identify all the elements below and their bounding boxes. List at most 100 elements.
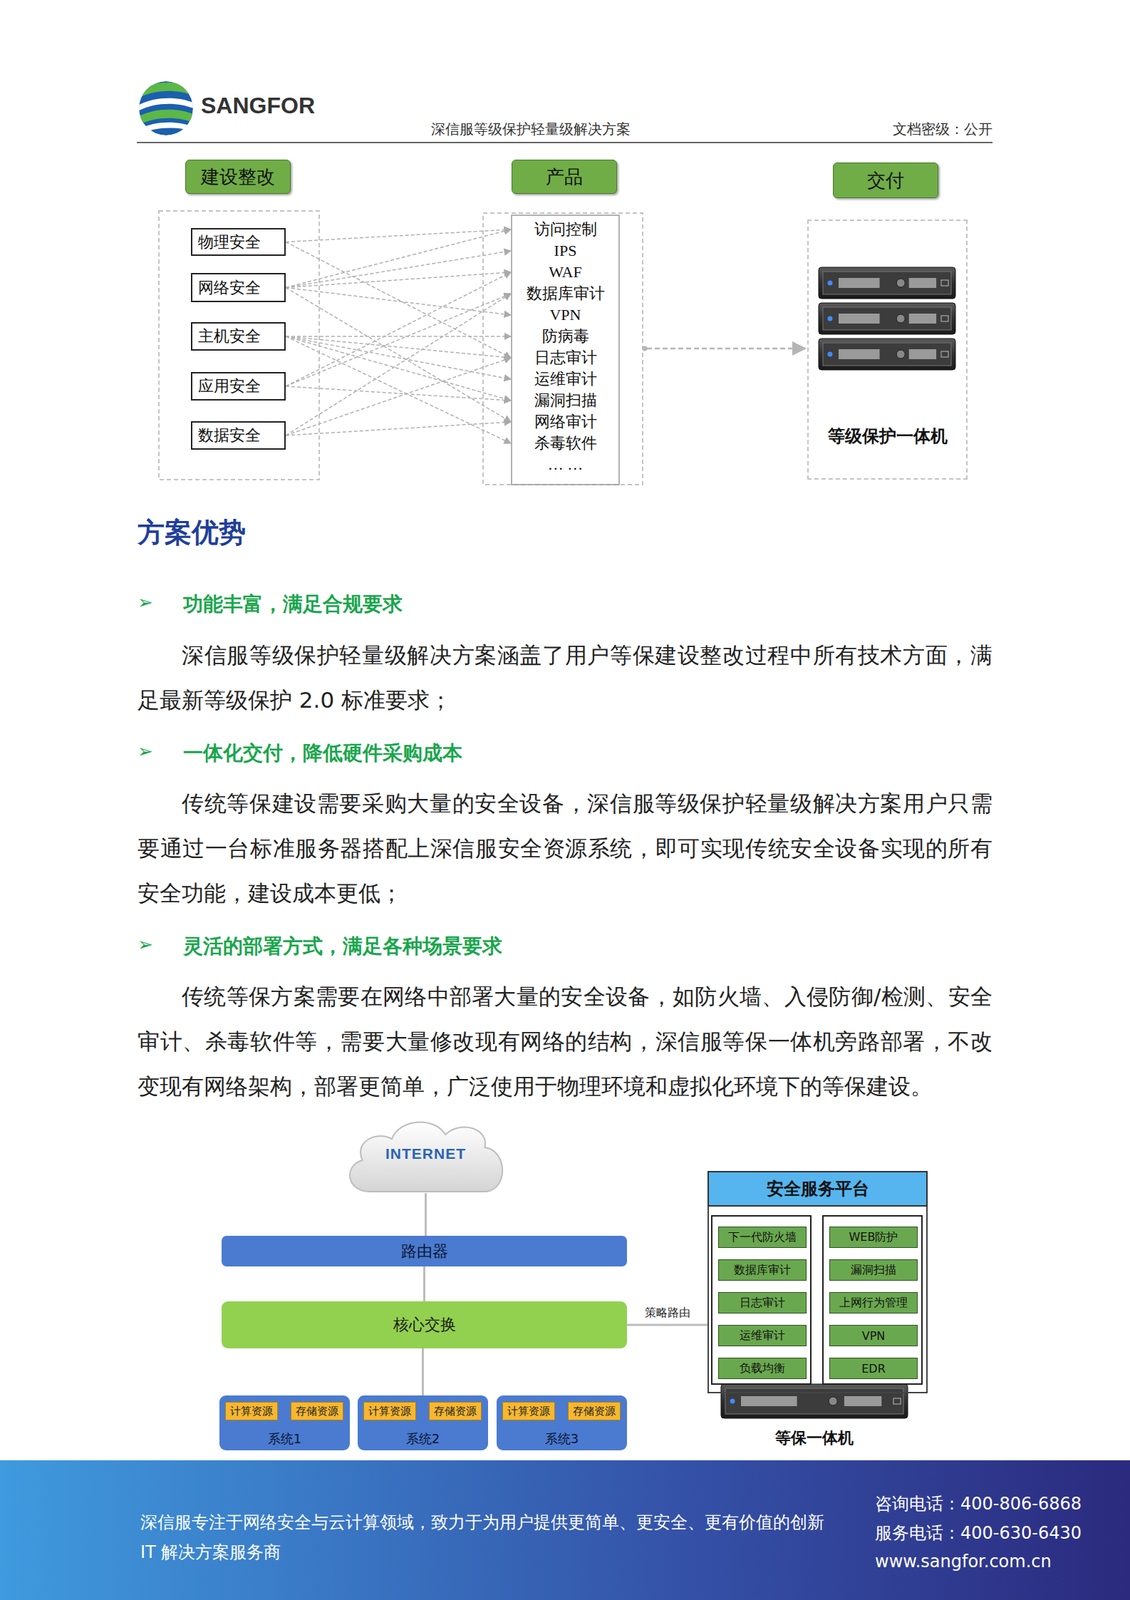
footer-text: 深信服专注于网络安全与云计算领域，致力于为用户提供更简单、更安全、更有价值的创新 <box>140 1510 825 1534</box>
footer-contact: 咨询电话：400-806-6868 <box>874 1491 1082 1515</box>
node-text: 数据安全 <box>198 424 261 447</box>
node-text: 建设整改 <box>200 164 276 190</box>
delivery-box: 等级保护一体机 <box>807 219 968 480</box>
node-text: 应用安全 <box>198 375 261 397</box>
server-led <box>827 351 833 357</box>
body-paragraph: 传统等保方案需要在网络中部署大量的安全设备，如防火墙、入侵防御/检测、安全审计、… <box>137 973 993 1109</box>
node-text: 系统1 <box>219 1429 350 1448</box>
product-item: 数据库审计 <box>511 282 620 305</box>
connector <box>285 293 511 387</box>
server-port <box>941 280 949 286</box>
service-item: 漏洞扫描 <box>829 1258 918 1281</box>
server-bay <box>909 349 937 360</box>
footer-contact: 服务电话：400-630-6430 <box>874 1521 1082 1544</box>
subheading: 灵活的部署方式，满足各种场景要求 <box>183 932 503 960</box>
node-text: 数据库审计 <box>526 282 605 305</box>
server-bay <box>740 1395 798 1406</box>
server-port <box>941 315 949 322</box>
product-item: WAF <box>511 261 620 283</box>
connector <box>424 1192 427 1236</box>
node-text: 日志审计 <box>534 346 598 369</box>
brand-name: SANGFOR <box>200 92 315 119</box>
server-port <box>941 351 949 357</box>
service-item: 运维审计 <box>718 1324 807 1346</box>
server-face <box>822 342 952 366</box>
server-knob <box>896 349 905 359</box>
connector <box>285 229 511 243</box>
bullet: ➢ <box>137 740 154 762</box>
resource-tag: 计算资源 <box>363 1401 417 1420</box>
connector <box>285 386 511 401</box>
service-item: 数据库审计 <box>718 1258 807 1281</box>
appliance: 等保一体机 <box>712 1380 917 1449</box>
platform-panel: 安全服务平台下一代防火墙WEB防护数据库审计漏洞扫描日志审计上网行为管理运维审计… <box>707 1170 928 1393</box>
area-box: 网络安全 <box>190 272 286 303</box>
node-text: 等级保护一体机 <box>808 424 967 448</box>
product-item: … … <box>511 453 620 476</box>
stage-header: 产品 <box>511 159 618 194</box>
connector <box>285 229 511 288</box>
stage-header: 建设整改 <box>185 159 291 194</box>
service-item: 日志审计 <box>718 1291 807 1314</box>
connector <box>285 287 511 316</box>
node-text: … … <box>547 455 584 474</box>
server-led <box>730 1398 736 1404</box>
node-text: INTERNET <box>385 1144 466 1163</box>
cloud-shape <box>349 1122 503 1192</box>
system-box: 系统3 计算资源 存储资源 <box>496 1395 627 1450</box>
node-text: 运维审计 <box>739 1328 786 1344</box>
server-knob <box>828 1396 838 1406</box>
node-text: 等保一体机 <box>712 1427 917 1449</box>
footer-band <box>0 1459 1130 1600</box>
resource-tag: 存储资源 <box>567 1401 621 1420</box>
node-text: VPN <box>862 1328 886 1343</box>
service-item: 下一代防火墙 <box>718 1226 807 1248</box>
node-text: 上网行为管理 <box>839 1295 908 1311</box>
product-item: VPN <box>511 304 620 326</box>
service-item: 上网行为管理 <box>829 1291 918 1314</box>
core-switch-bar: 核心交换 <box>221 1300 627 1349</box>
server-bay <box>844 1395 882 1406</box>
node-text: 计算资源 <box>368 1404 412 1418</box>
server-port <box>893 1397 901 1404</box>
node-text: 系统3 <box>496 1429 627 1448</box>
server-led <box>827 316 833 322</box>
area-box: 数据安全 <box>190 421 286 450</box>
product-item: IPS <box>511 240 620 262</box>
node-text: 交付 <box>867 168 905 194</box>
connector <box>285 336 511 401</box>
server-bay <box>909 313 937 324</box>
node-text: 漏洞扫描 <box>534 389 598 412</box>
node-text: 访问控制 <box>534 218 598 241</box>
connector-label: 策略路由 <box>642 1305 693 1321</box>
node-text: VPN <box>549 305 581 325</box>
node-text: 杀毒软件 <box>534 432 598 454</box>
server-bay <box>838 349 880 360</box>
system-box: 系统2计算资源存储资源 <box>357 1395 489 1450</box>
node-text: 数据库审计 <box>733 1262 791 1278</box>
node-text: 产品 <box>545 164 583 190</box>
node-text: 存储资源 <box>572 1404 616 1418</box>
header-classification: 文档密级：公开 <box>892 119 993 139</box>
connector <box>285 287 511 423</box>
section-title: 方案优势 <box>137 514 246 551</box>
rack-rail <box>822 1215 922 1384</box>
connector <box>285 250 511 288</box>
server-bay <box>838 313 880 324</box>
product-item: 访问控制 <box>511 218 620 241</box>
node-text: 计算资源 <box>507 1404 551 1418</box>
server-bay <box>909 277 937 288</box>
server-face <box>822 271 952 295</box>
footer-url: www.sangfor.com.cn <box>874 1551 1052 1572</box>
connector <box>421 1348 424 1396</box>
body-paragraph: 深信服等级保护轻量级解决方案涵盖了用户等保建设整改过程中所有技术方面，满足最新等… <box>137 632 993 723</box>
resource-tag: 计算资源 <box>225 1401 278 1420</box>
node-text: 路由器 <box>401 1240 449 1262</box>
server-case <box>818 338 956 370</box>
node-text: EDR <box>861 1361 886 1376</box>
group-frame <box>158 210 320 480</box>
node-text: 计算资源 <box>230 1404 273 1418</box>
node-text: 核心交换 <box>393 1313 456 1336</box>
node-text: 系统2 <box>357 1429 489 1448</box>
